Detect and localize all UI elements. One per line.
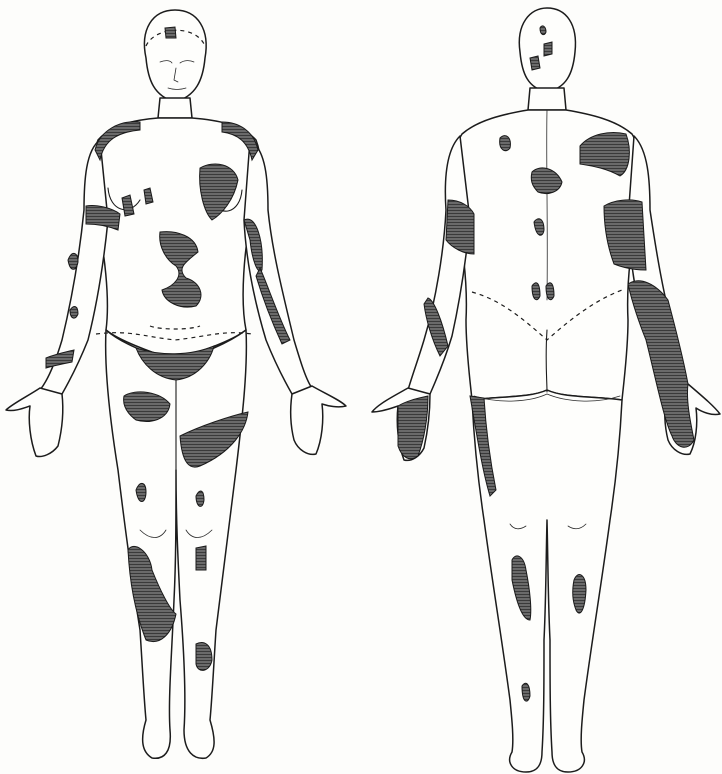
front-right-hand	[291, 386, 346, 454]
back-neck	[528, 88, 566, 110]
front-neck	[158, 98, 192, 118]
back-legs	[472, 390, 622, 772]
back-view	[372, 8, 720, 772]
front-view	[6, 10, 346, 758]
back-left-arm	[408, 136, 470, 394]
front-head	[144, 10, 206, 102]
front-right-arm	[244, 140, 312, 394]
front-left-hand	[6, 388, 63, 457]
